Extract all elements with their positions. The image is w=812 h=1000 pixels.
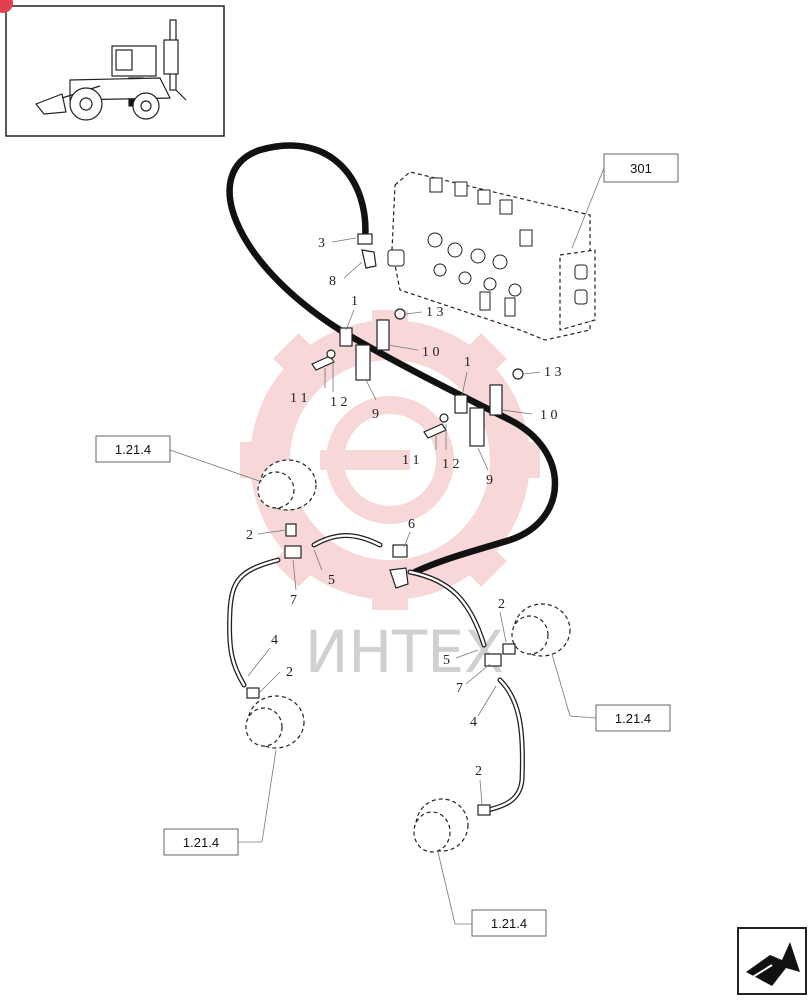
callout-bracket-a: 9 — [372, 407, 379, 422]
callout-plate-a: 1 0 — [422, 345, 440, 360]
machine-thumbnail — [0, 0, 225, 137]
ref-label-valve: 301 — [630, 161, 652, 176]
callout-plate-b: 1 0 — [540, 408, 558, 423]
ref-box-motor-bottom[interactable]: 1.21.4 — [471, 909, 547, 937]
callout-clamp-b: 1 — [464, 355, 471, 370]
callout-hose-end: 3 — [318, 236, 325, 251]
callout-bolt-b: 1 1 — [402, 453, 420, 468]
callout-tee-b: 7 — [456, 681, 463, 696]
callout-fitting-d: 2 — [475, 764, 482, 779]
callout-pipe-a: 4 — [271, 633, 278, 648]
callout-nut-b: 1 3 — [544, 365, 562, 380]
motor-right — [511, 603, 571, 657]
watermark-brand: ИНТЕХ — [305, 618, 504, 686]
next-page-arrow-icon[interactable] — [737, 927, 807, 995]
motor-left-top — [257, 459, 317, 511]
callout-tube-a: 5 — [328, 573, 335, 588]
motor-left-bottom — [245, 695, 305, 749]
ref-label-motor-bottom: 1.21.4 — [491, 916, 527, 931]
ref-box-motor-right[interactable]: 1.21.4 — [595, 704, 671, 732]
callout-fitting-b: 2 — [286, 665, 293, 680]
fittings — [246, 523, 516, 816]
clamp-assembly-a — [311, 308, 406, 381]
callout-fitting-a: 2 — [246, 528, 253, 543]
corner-badge — [0, 0, 13, 13]
motor-bottom — [413, 798, 469, 853]
ref-label-motor-right: 1.21.4 — [615, 711, 651, 726]
ref-box-motor-left-top[interactable]: 1.21.4 — [95, 435, 171, 463]
leader-lines — [169, 167, 605, 925]
callout-pipe-b: 4 — [470, 715, 477, 730]
control-valve — [387, 171, 596, 341]
clamp-assembly-b — [423, 368, 524, 447]
ref-label-motor-left-bottom: 1.21.4 — [183, 835, 219, 850]
callout-elbow: 8 — [329, 274, 336, 289]
callout-bracket-b: 9 — [486, 473, 493, 488]
callout-bolt-a: 1 1 — [290, 391, 308, 406]
steel-tubes — [227, 533, 525, 813]
callout-nut-a: 1 3 — [426, 305, 444, 320]
callout-tee-a: 7 — [290, 593, 297, 608]
callout-clamp-a: 1 — [351, 294, 358, 309]
reference-boxes: 301 1.21.4 1.21.4 1.21.4 1.21.4 — [95, 153, 679, 937]
ref-box-motor-left-bottom[interactable]: 1.21.4 — [163, 828, 239, 856]
ref-box-valve[interactable]: 301 — [603, 153, 679, 183]
callout-fitting-c: 2 — [498, 597, 505, 612]
hose-end-fitting — [357, 233, 377, 269]
callout-numbers: 3 8 1 1 3 1 0 1 1 1 2 9 1 1 3 1 0 1 1 1 … — [246, 236, 562, 779]
callout-tube-b: 5 — [443, 653, 450, 668]
watermark-gear-icon — [240, 310, 540, 610]
ref-label-motor-left-top: 1.21.4 — [115, 442, 151, 457]
callout-washer-a: 1 2 — [330, 395, 348, 410]
callout-tee-center: 6 — [408, 517, 415, 532]
watermark: ИНТЕХ — [240, 310, 540, 686]
backhoe-loader-icon — [35, 19, 187, 121]
callout-washer-b: 1 2 — [442, 457, 460, 472]
main-hose — [226, 142, 559, 576]
